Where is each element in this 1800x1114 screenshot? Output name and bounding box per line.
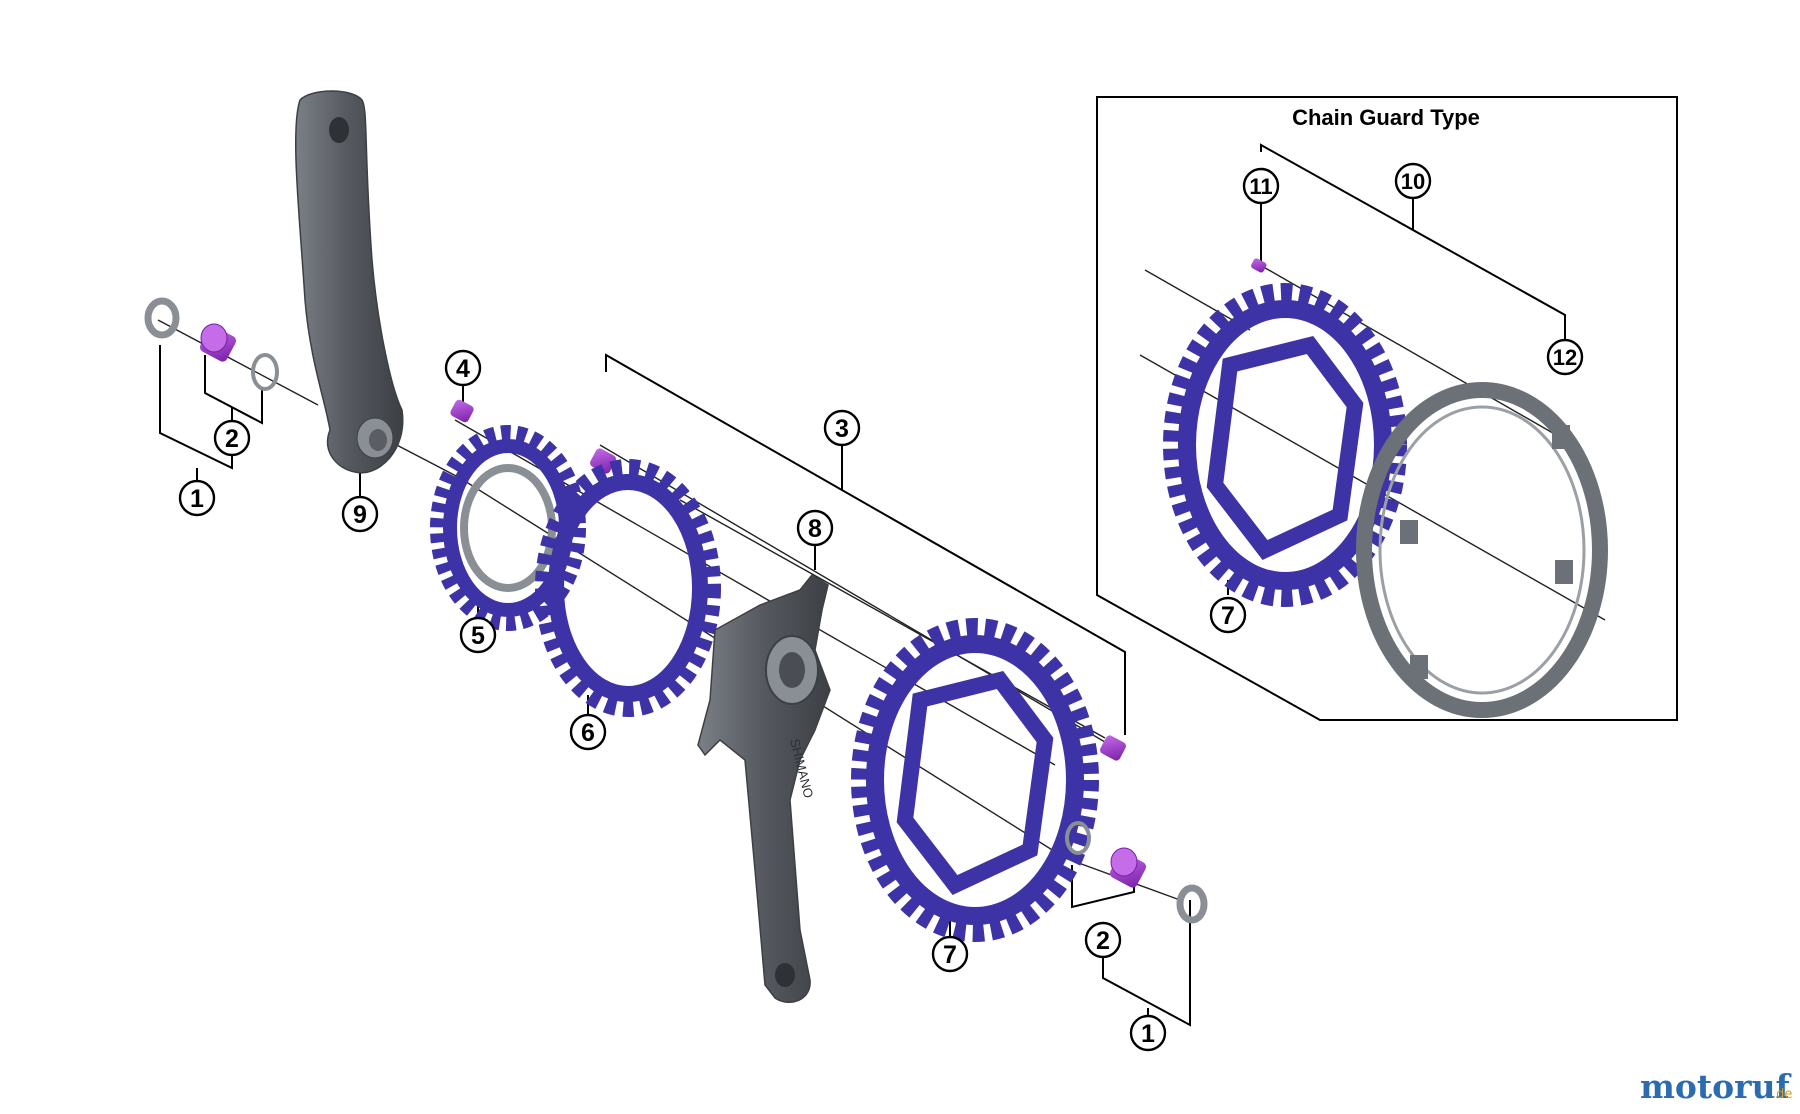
watermark-logo: motoruf .de bbox=[1640, 1067, 1792, 1106]
right-crank-bolt bbox=[1109, 847, 1147, 888]
watermark-brand: motoruf bbox=[1640, 1067, 1792, 1106]
callout-1-left: 1 bbox=[190, 485, 204, 513]
chainring-large bbox=[851, 618, 1099, 942]
right-crank-washer-outer bbox=[1176, 884, 1208, 924]
callout-10: 10 bbox=[1401, 169, 1425, 194]
callout-8: 8 bbox=[808, 515, 822, 543]
inset-frame bbox=[1096, 96, 1678, 721]
chain-guard-inset: Chain Guard Type bbox=[1096, 96, 1678, 721]
watermark-tld: .de bbox=[1772, 1087, 1792, 1102]
callouts bbox=[178, 162, 1584, 1052]
callout-labels: 1 2 9 4 5 6 3 8 7 2 1 11 10 12 7 bbox=[190, 169, 1577, 1048]
chainring-bolt-lower bbox=[1100, 735, 1126, 761]
left-crank-arm bbox=[294, 90, 404, 474]
left-crank-washer-outer bbox=[144, 297, 180, 339]
callout-7-inset: 7 bbox=[1221, 602, 1235, 630]
inset-title: Chain Guard Type bbox=[1292, 105, 1480, 130]
chainring-bolt-small bbox=[450, 399, 474, 423]
callout-11: 11 bbox=[1249, 174, 1272, 199]
callout-2-left: 2 bbox=[225, 425, 239, 453]
callout-6: 6 bbox=[581, 719, 595, 747]
callout-2-right: 2 bbox=[1096, 927, 1110, 955]
left-crank-washer-inner bbox=[251, 353, 279, 391]
left-crank-bolt bbox=[199, 323, 237, 362]
callout-3: 3 bbox=[835, 415, 849, 443]
chain-guard bbox=[1356, 382, 1608, 718]
callout-7-main: 7 bbox=[943, 941, 957, 969]
callout-12: 12 bbox=[1553, 345, 1577, 370]
callout-5: 5 bbox=[471, 622, 485, 650]
callout-9: 9 bbox=[353, 501, 367, 529]
inset-bolt bbox=[1251, 258, 1267, 273]
callout-1-right: 1 bbox=[1141, 1020, 1155, 1048]
callout-4: 4 bbox=[456, 355, 470, 383]
right-crank-arm: SHIMANO bbox=[697, 574, 831, 1003]
right-crank-washer-inner bbox=[1065, 821, 1091, 855]
chainring-middle bbox=[535, 459, 721, 717]
